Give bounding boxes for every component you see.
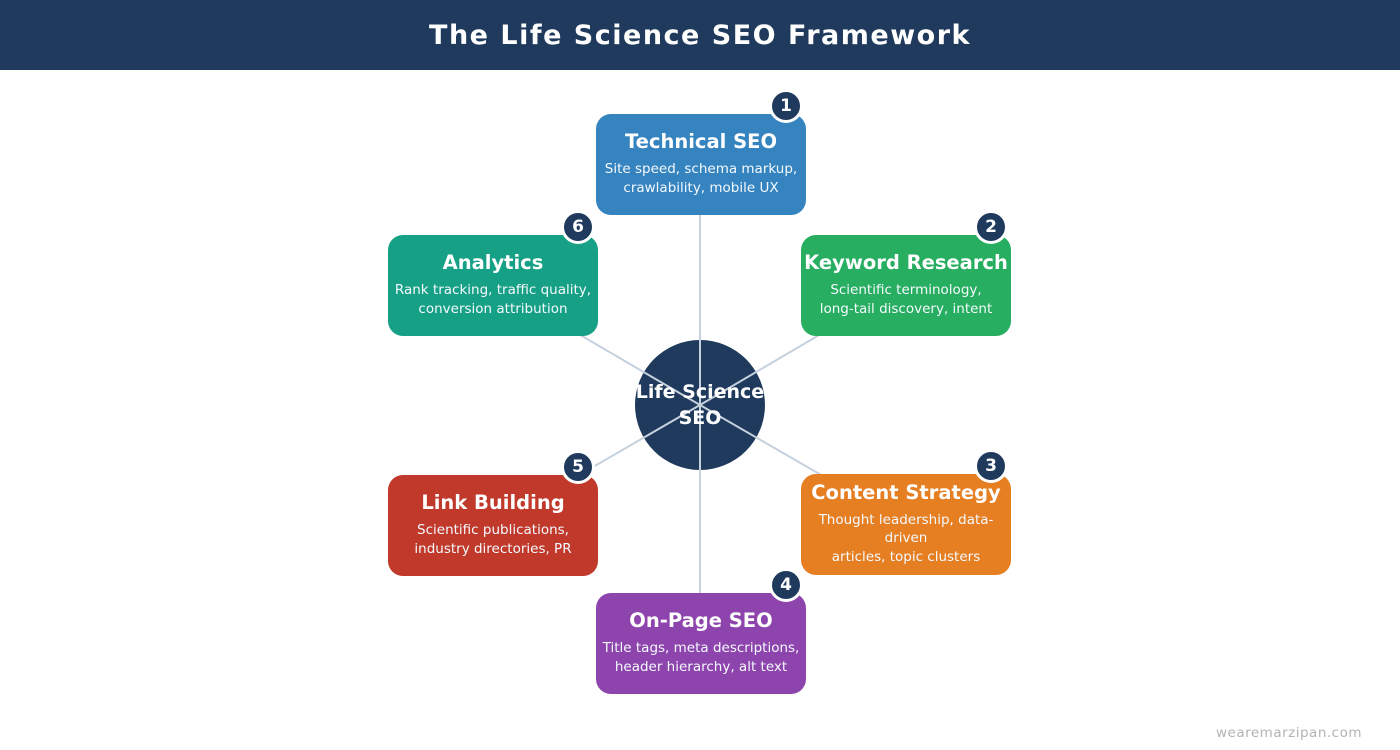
- spoke-box-technical-seo: 1 Technical SEO Site speed, schema marku…: [596, 89, 806, 215]
- spoke-title: Analytics: [442, 250, 544, 274]
- hub-label: Life Science SEO: [610, 380, 790, 431]
- spoke-box-content-strategy: 3 Content Strategy Thought leadership, d…: [801, 449, 1011, 575]
- spoke-number-badge: 5: [561, 450, 595, 484]
- watermark: wearemarzipan.com: [1215, 725, 1362, 741]
- spoke-box-link-building: 5 Link Building Scientific publications,…: [388, 450, 598, 576]
- spoke-number-badge: 6: [561, 210, 595, 244]
- spoke-number-badge: 3: [974, 449, 1008, 483]
- spoke-description: Rank tracking, traffic quality, conversi…: [394, 281, 592, 317]
- spoke-description: Scientific publications, industry direct…: [414, 521, 572, 557]
- spoke-title: Keyword Research: [804, 250, 1008, 274]
- spoke-title: Content Strategy: [811, 480, 1001, 504]
- hub-label-line1: Life Science: [635, 381, 765, 403]
- page-title: The Life Science SEO Framework: [429, 19, 971, 51]
- spoke-description: Thought leadership, data-driven articles…: [818, 511, 994, 565]
- spoke-description: Scientific terminology, long-tail discov…: [819, 281, 993, 317]
- spoke-number-badge: 2: [974, 210, 1008, 244]
- spoke-number-badge: 1: [769, 89, 803, 123]
- hub-label-line2: SEO: [678, 406, 722, 429]
- spoke-description: Site speed, schema markup, crawlability,…: [604, 160, 798, 196]
- spoke-box-analytics: 6 Analytics Rank tracking, traffic quali…: [388, 210, 598, 336]
- spoke-title: Technical SEO: [624, 129, 778, 153]
- spoke-box-on-page-seo: 4 On-Page SEO Title tags, meta descripti…: [596, 568, 806, 694]
- spoke-title: Link Building: [421, 490, 565, 514]
- spoke-number-badge: 4: [769, 568, 803, 602]
- spoke-description: Title tags, meta descriptions, header hi…: [602, 639, 800, 675]
- title-bar: The Life Science SEO Framework: [0, 0, 1400, 70]
- spoke-title: On-Page SEO: [629, 608, 773, 632]
- spoke-box-keyword-research: 2 Keyword Research Scientific terminolog…: [801, 210, 1011, 336]
